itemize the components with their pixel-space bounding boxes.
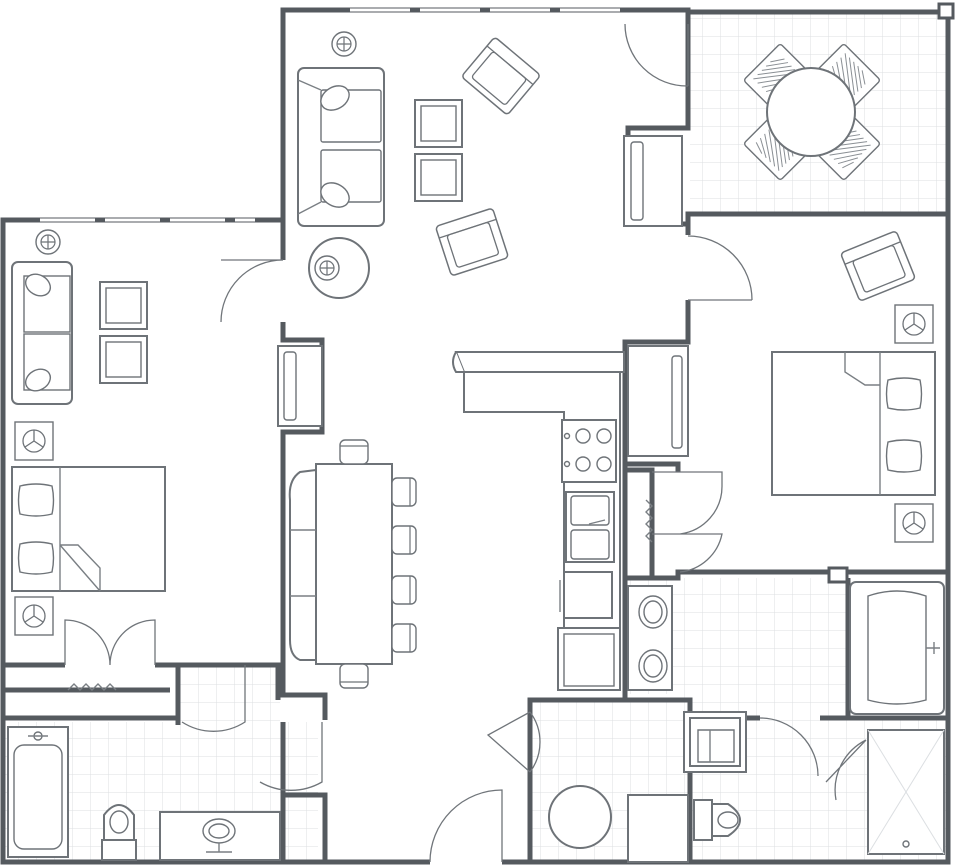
washer-icon <box>548 785 612 849</box>
bed-icon <box>11 466 166 592</box>
bench-icon <box>288 468 317 661</box>
dishwasher-icon <box>559 571 613 619</box>
vanity-icon <box>627 585 673 691</box>
left-bath-walls <box>175 662 286 795</box>
left-bedroom <box>11 229 166 691</box>
chair-icon <box>339 663 369 689</box>
left-bedroom-east-wall <box>280 220 328 720</box>
chair-icon <box>391 623 417 653</box>
right-bedroom <box>627 229 936 543</box>
master-bathroom <box>627 581 945 855</box>
left-bath-entry-tiles <box>180 664 280 724</box>
tv-stand-icon <box>627 345 689 457</box>
left-bedroom-closet-walls <box>3 662 278 721</box>
sofa-icon <box>11 261 73 405</box>
corner-post <box>937 2 955 20</box>
door-swing-icon <box>220 259 284 323</box>
sink-icon <box>159 811 281 861</box>
door-swing-icon <box>624 23 689 87</box>
bathtub-icon <box>849 581 945 715</box>
armchair-icon <box>839 229 917 303</box>
nightstand-icon <box>894 503 934 543</box>
tv-stand-icon <box>277 345 323 427</box>
nightstand-icon <box>894 304 934 344</box>
door-swing-icon <box>652 471 723 573</box>
dining-table-icon <box>315 463 393 665</box>
pillow-icon <box>17 483 55 517</box>
nightstand-icon <box>14 596 54 636</box>
stove-icon <box>561 419 617 483</box>
pillow-icon <box>885 377 923 411</box>
dryer-icon <box>627 794 689 863</box>
laundry <box>548 785 741 863</box>
door-swing-icon <box>64 619 156 666</box>
left-bathroom <box>7 726 281 861</box>
closet-icon <box>67 683 117 691</box>
shower-door-swing <box>825 739 867 801</box>
nightstand-icon <box>14 421 54 461</box>
tv-stand-icon <box>623 135 683 227</box>
lamp-icon <box>35 229 61 255</box>
door-swing-icon <box>181 665 246 732</box>
armchair-icon <box>460 36 542 116</box>
closet-wall-right <box>622 467 655 578</box>
door-swing-icon <box>259 722 323 791</box>
patio <box>742 42 882 182</box>
kitchen <box>452 351 625 691</box>
dining-area <box>277 345 417 689</box>
pillow-icon <box>885 439 923 473</box>
chair-icon <box>339 439 369 465</box>
living-room <box>297 31 683 299</box>
refrigerator-icon <box>557 627 621 691</box>
toilet-icon <box>693 799 741 841</box>
armchair-icon <box>434 207 510 277</box>
doors <box>64 23 867 863</box>
patio-table-icon <box>766 67 856 157</box>
lamp-icon <box>331 31 357 57</box>
closet-icon <box>645 499 653 543</box>
door-swing-icon <box>486 711 541 773</box>
sofa-icon <box>297 67 385 227</box>
pillow-icon <box>17 541 55 575</box>
door-swing-icon <box>687 235 753 301</box>
bathtub-icon <box>7 726 69 858</box>
column-post <box>827 566 849 584</box>
toilet-icon <box>101 804 137 861</box>
chair-icon <box>391 525 417 555</box>
bed-icon <box>771 351 936 496</box>
chair-icon <box>391 477 417 507</box>
toilet-icon <box>683 711 747 773</box>
master-bath-tiles <box>672 578 848 718</box>
shower-icon <box>867 729 945 855</box>
sink-icon <box>565 491 615 563</box>
windows <box>30 8 630 222</box>
chair-icon <box>391 575 417 605</box>
round-table-icon <box>308 237 370 299</box>
door-swing-icon <box>759 717 819 777</box>
door-swing-icon <box>429 789 503 863</box>
